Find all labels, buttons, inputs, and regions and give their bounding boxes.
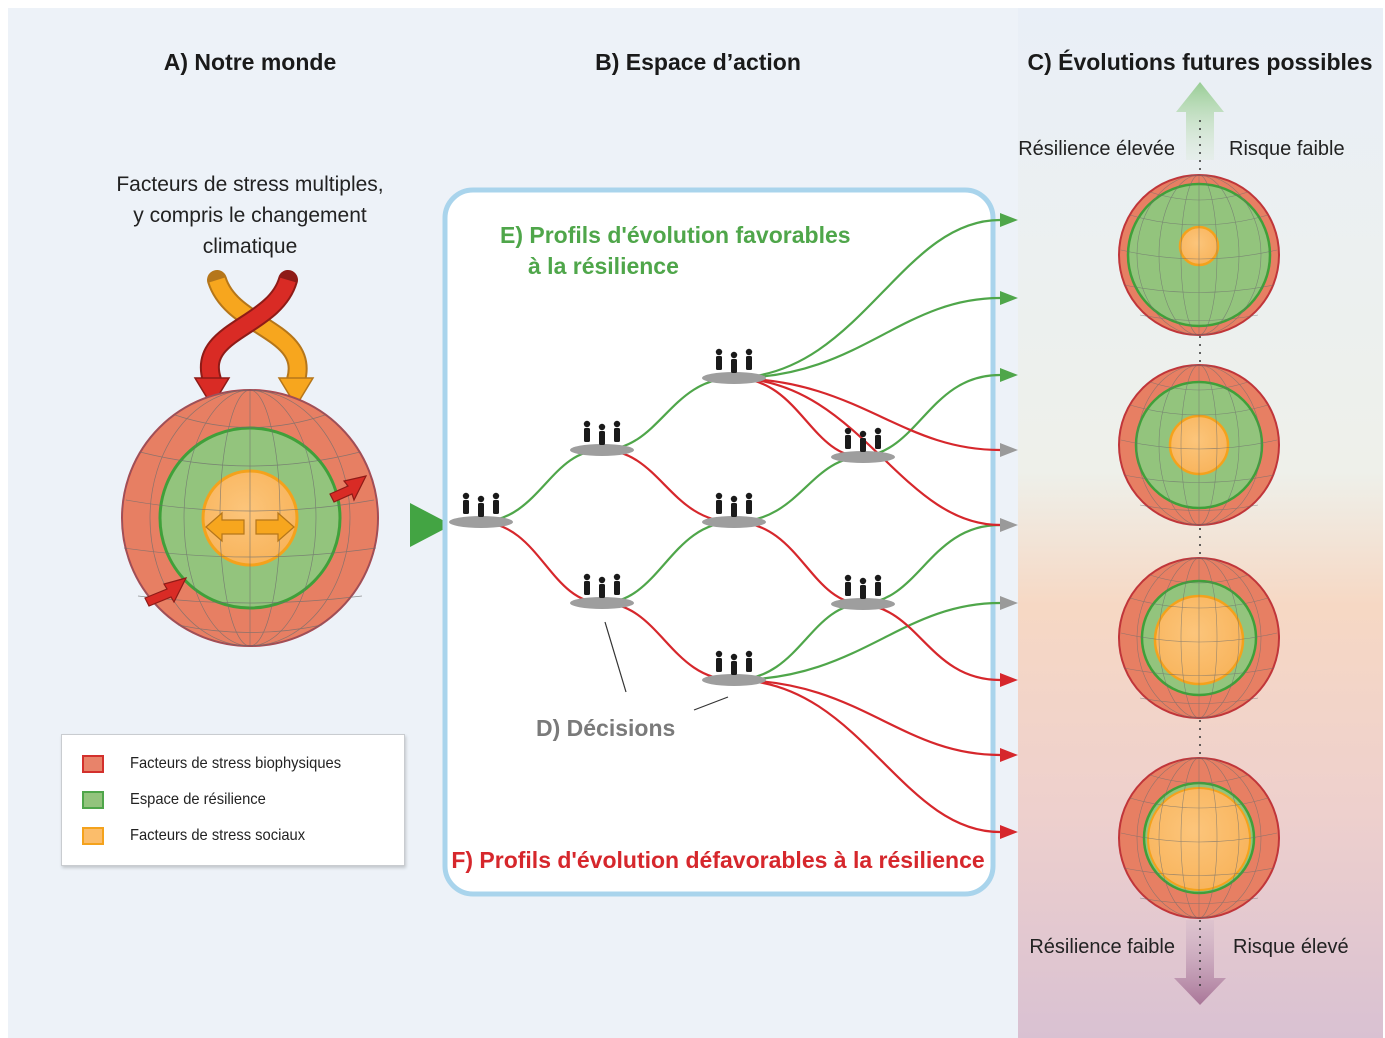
entry-arrow: [410, 503, 452, 547]
multiple-stressors-arrows: [193, 270, 315, 408]
decision-pointer-line: [604, 621, 627, 693]
decisions-label: D) Décisions: [536, 715, 675, 741]
favorable-pathways-label-line2: à la résilience: [528, 253, 679, 279]
legend-swatch-resilience: [82, 791, 104, 809]
legend-swatch-social: [82, 827, 104, 845]
pathway-curves: [480, 218, 1001, 834]
pathway-endpoints: [1000, 213, 1018, 839]
stressors-caption-line2: y compris le changement: [133, 204, 367, 227]
decision-nodes: [449, 348, 895, 686]
future-globe-2: [1118, 364, 1280, 526]
panel-c-title: C) Évolutions futures possibles: [1027, 48, 1372, 75]
legend: Facteurs de stress biophysiques Espace d…: [61, 734, 405, 866]
stressors-caption-line3: climatique: [203, 235, 298, 258]
legend-swatch-biophysical: [82, 755, 104, 773]
future-globe-4: [1118, 757, 1280, 919]
decision-pointer-line: [693, 696, 729, 711]
future-globe-1: [1118, 174, 1280, 336]
panel-b-title: B) Espace d’action: [595, 49, 801, 75]
legend-item-resilience: Espace de résilience: [82, 789, 278, 811]
high-resilience-label: Résilience élevée: [1018, 138, 1175, 160]
legend-label: Facteurs de stress sociaux: [130, 827, 306, 844]
panel-a-title: A) Notre monde: [164, 49, 337, 75]
low-resilience-label: Résilience faible: [1029, 936, 1175, 958]
unfavorable-pathways-label: F) Profils d'évolution défavorables à la…: [451, 847, 984, 873]
stressors-caption-line1: Facteurs de stress multiples,: [116, 173, 383, 196]
legend-item-social: Facteurs de stress sociaux: [82, 825, 320, 847]
action-space-panel: [442, 187, 996, 897]
our-world-globe: [121, 389, 379, 647]
low-risk-label: Risque faible: [1229, 138, 1345, 160]
high-risk-label: Risque élevé: [1233, 936, 1349, 958]
legend-label: Espace de résilience: [130, 791, 266, 808]
favorable-pathways-label-line1: E) Profils d'évolution favorables: [500, 222, 851, 248]
legend-item-biophysical: Facteurs de stress biophysiques: [82, 753, 359, 775]
legend-label: Facteurs de stress biophysiques: [130, 755, 342, 772]
future-globe-3: [1118, 557, 1280, 719]
